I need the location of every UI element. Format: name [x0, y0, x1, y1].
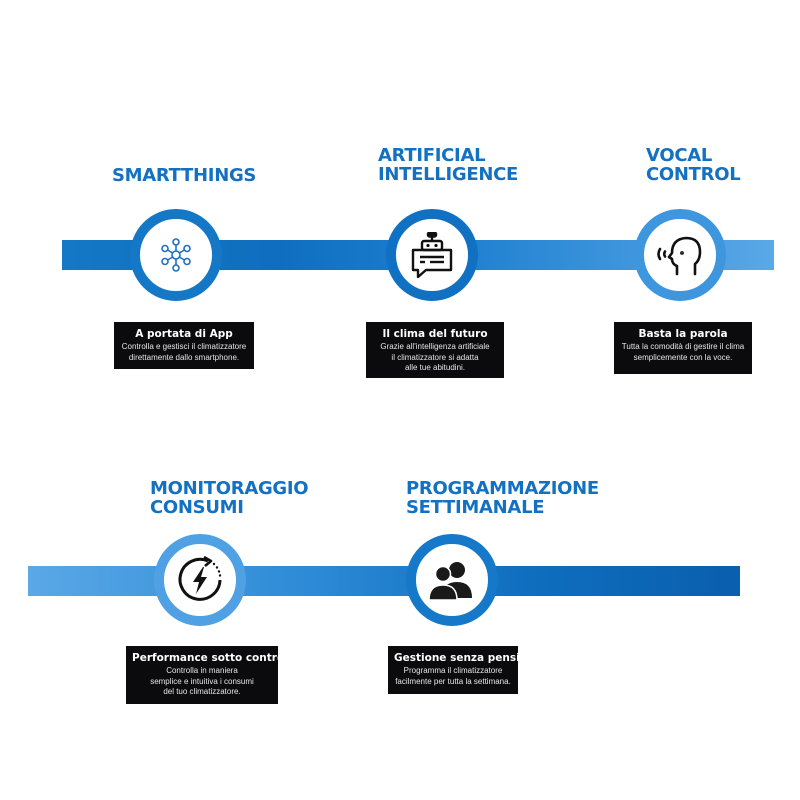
card-text: Tutta la comodità di gestire il clima se…	[621, 342, 745, 362]
feature-heading-vocal-control: VOCAL CONTROL	[646, 145, 741, 185]
feature-heading-ai: ARTIFICIAL INTELLIGENCE	[378, 145, 519, 185]
timeline-band-bottom	[28, 566, 740, 596]
robot-chat-icon	[411, 232, 453, 278]
feature-circle-smartthings	[130, 209, 222, 301]
card-title: Performance sotto controllo	[132, 652, 299, 664]
card-title: Il clima del futuro	[382, 328, 488, 340]
energy-bolt-icon	[178, 555, 222, 601]
feature-card-programmazione: Gestione senza pensieri Programma il cli…	[388, 646, 536, 694]
card-text: Programma il climatizzatore facilmente p…	[395, 666, 511, 686]
feature-circle-ai	[386, 209, 478, 301]
card-title: Basta la parola	[638, 328, 728, 340]
feature-circle-vocal-control	[634, 209, 726, 301]
feature-card-monitoraggio: Performance sotto controllo Controlla in…	[126, 646, 299, 704]
card-text: Controlla e gestisci il climatizzatore d…	[121, 342, 247, 362]
feature-card-ai: Il clima del futuro Grazie all'intellige…	[366, 322, 504, 378]
feature-card-vocal-control: Basta la parola Tutta la comodità di ges…	[614, 322, 752, 374]
feature-circle-monitoraggio	[154, 534, 246, 626]
feature-card-smartthings: A portata di App Controlla e gestisci il…	[114, 322, 254, 369]
feature-heading-programmazione: PROGRAMMAZIONE SETTIMANALE	[406, 478, 599, 518]
feature-heading-monitoraggio: MONITORAGGIO CONSUMI	[150, 478, 309, 518]
feature-heading-smartthings: SMARTTHINGS	[112, 165, 257, 186]
card-text: Controlla in maniera semplice e intuitiv…	[150, 666, 254, 696]
card-text: Grazie all'intelligenza artificiale il c…	[380, 342, 490, 372]
smartthings-network-icon	[161, 238, 191, 272]
feature-circle-programmazione	[406, 534, 498, 626]
voice-head-icon	[657, 236, 702, 276]
card-title: A portata di App	[135, 328, 233, 340]
people-group-icon	[428, 562, 472, 600]
card-title: Gestione senza pensieri	[394, 652, 536, 664]
